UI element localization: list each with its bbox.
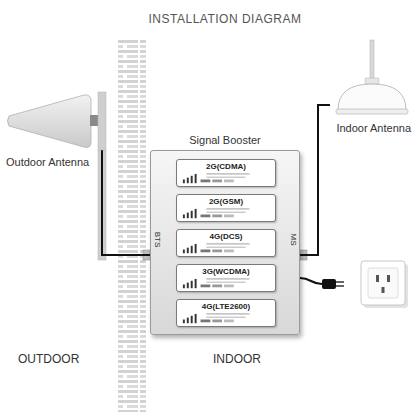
outdoor-antenna: Outdoor Antenna <box>6 92 106 150</box>
band-module: 4G(DCS) <box>176 229 276 257</box>
outdoor-antenna-figure <box>6 92 106 150</box>
band-module: 2G(GSM) <box>176 194 276 222</box>
signal-booster: Signal Booster2G(CDMA)2G(GSM)4G(DCS)3G(W… <box>150 150 300 335</box>
indoor-antenna: Indoor Antenna <box>330 40 415 118</box>
plug-prong <box>336 281 344 283</box>
node-title: Indoor Antenna <box>336 122 411 134</box>
port-label: MS <box>289 234 298 246</box>
wall <box>118 38 146 412</box>
socket-face <box>368 268 398 298</box>
node-title: Outdoor Antenna <box>6 156 89 168</box>
power-adapter <box>322 279 336 289</box>
zone-label: OUTDOOR <box>18 352 79 366</box>
power-cable <box>300 278 322 284</box>
node-title: 2G(CDMA) <box>177 162 275 172</box>
band-module: 2G(CDMA) <box>176 159 276 187</box>
plug-prong <box>336 285 344 287</box>
socket-hole <box>376 275 379 282</box>
diagram-title: INSTALLATION DIAGRAM <box>110 12 340 26</box>
wall-socket <box>361 261 405 305</box>
zone-label: INDOOR <box>213 352 261 366</box>
indoor-antenna-figure <box>330 40 415 118</box>
socket-hole <box>382 287 385 293</box>
port-label: BTS <box>153 232 162 248</box>
band-module: 3G(WCDMA) <box>176 264 276 292</box>
band-module: 4G(LTE2600) <box>176 299 276 327</box>
node-title: 3G(WCDMA) <box>177 267 275 277</box>
socket-hole <box>387 275 390 282</box>
node-title: Signal Booster <box>189 134 261 146</box>
node-title: 4G(LTE2600) <box>177 302 275 312</box>
node-title: 4G(DCS) <box>177 232 275 242</box>
node-title: 2G(GSM) <box>177 197 275 207</box>
coax-cable <box>102 150 150 255</box>
coax-cable <box>300 105 330 255</box>
